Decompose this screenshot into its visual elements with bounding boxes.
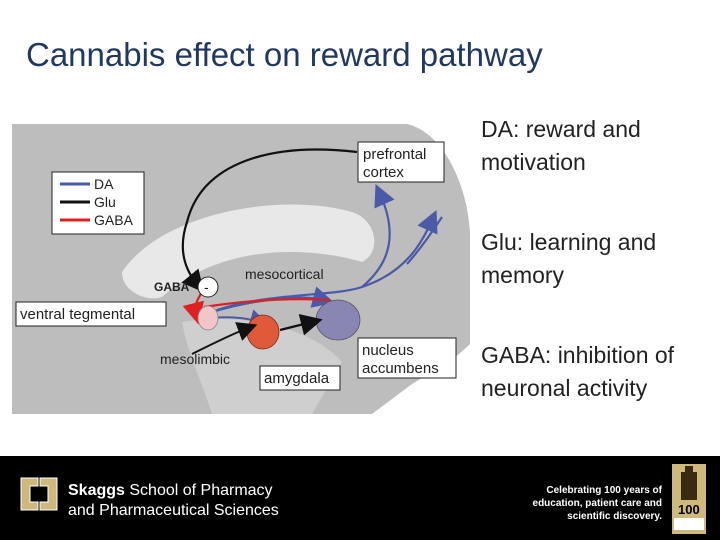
mesocortical-label: mesocortical <box>245 266 324 282</box>
vta-neuron-large <box>197 305 219 331</box>
badge-number: 100 <box>678 502 700 517</box>
glu-pathway-vta-amygdala <box>191 322 258 355</box>
gaba-label: GABA <box>154 280 190 294</box>
cu-logo-icon <box>20 477 58 511</box>
building-icon: 100 <box>672 464 706 534</box>
reward-pathway-diagram: DA Glu GABA prefrontal cortex - GABA mes… <box>12 124 470 414</box>
nucleus-accumbens-label-line1: nucleus <box>362 342 414 359</box>
org-name-rest: School of Pharmacy <box>129 482 273 499</box>
legend-label-da: DA <box>94 176 114 192</box>
amygdala-box <box>259 365 341 391</box>
centennial-tagline: Celebrating 100 years of education, pati… <box>532 485 662 522</box>
nucleus-accumbens-box <box>357 337 457 379</box>
gaba-pathway-return <box>203 298 331 309</box>
da-mesocortical-path-2 <box>361 183 395 288</box>
amygdala-shape <box>246 314 280 350</box>
notes-list: DA: reward and motivation Glu: learning … <box>481 113 711 452</box>
gaba-neuron <box>197 276 219 298</box>
ventral-tegmental-label: ventral tegmental <box>20 306 135 323</box>
nucleus-accumbens-shape <box>315 299 361 341</box>
gaba-sign: - <box>204 279 209 295</box>
note-dopamine: DA: reward and motivation <box>481 116 641 175</box>
note-gaba: GABA: inhibition of neuronal activity <box>481 342 675 401</box>
legend-label-gaba: GABA <box>94 212 134 228</box>
org-name-line1: Skaggs School of Pharmacy <box>68 482 273 500</box>
note-glutamate: Glu: learning and memory <box>481 229 657 288</box>
mesolimbic-label: mesolimbic <box>160 351 230 367</box>
prefrontal-cortex-label-line2: cortex <box>363 164 404 181</box>
legend-label-glu: Glu <box>94 194 116 210</box>
amygdala-label: amygdala <box>264 370 330 387</box>
da-mesocortical-path-3 <box>406 216 443 265</box>
footer-bar: Skaggs School of Pharmacy and Pharmaceut… <box>0 456 720 540</box>
org-name-line2: and Pharmaceutical Sciences <box>68 502 279 519</box>
ventral-tegmental-box <box>15 301 167 327</box>
centennial-badge: 100 <box>672 464 706 534</box>
nucleus-accumbens-label-line2: accumbens <box>362 360 439 377</box>
prefrontal-cortex-box <box>357 141 445 183</box>
glu-pathway-pfc-vta <box>181 148 358 293</box>
glu-pathway-amygdala-nac <box>279 313 323 336</box>
prefrontal-cortex-label-line1: prefrontal <box>363 146 426 163</box>
slide-title: Cannabis effect on reward pathway <box>26 36 543 73</box>
org-name-bold: Skaggs <box>68 482 125 499</box>
